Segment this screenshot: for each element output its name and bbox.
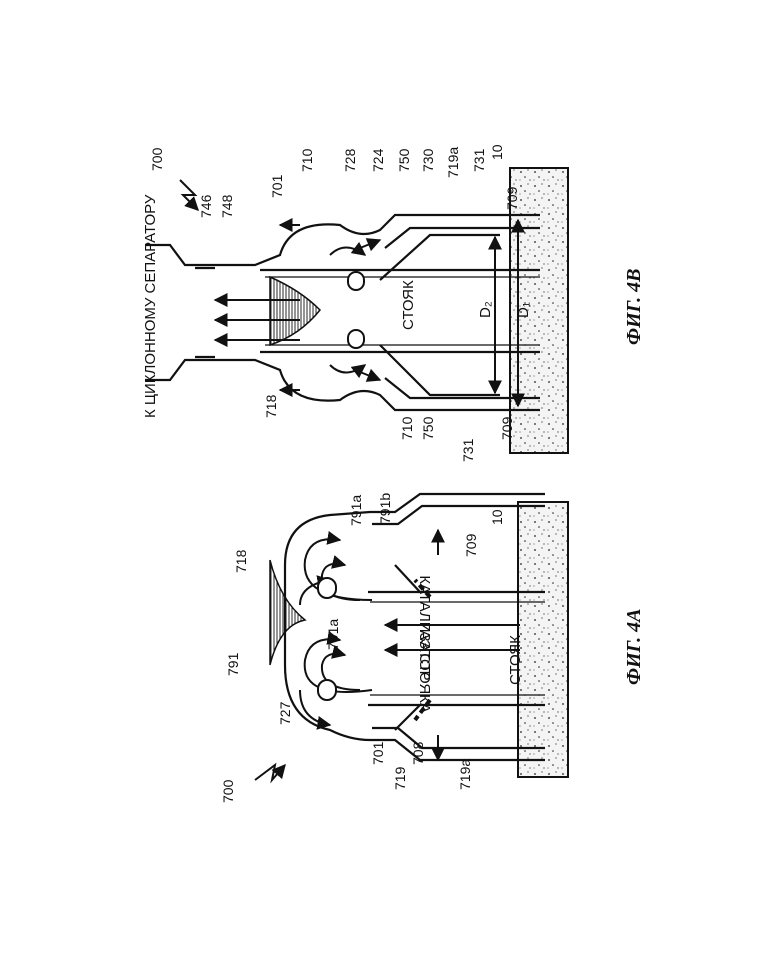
ref-709-bot: 709 bbox=[499, 416, 515, 440]
ref-791a-top: 791a bbox=[348, 495, 364, 526]
ref-724: 724 bbox=[370, 148, 386, 172]
ref-719a: 719a bbox=[457, 759, 473, 790]
ref-719: 719 bbox=[392, 766, 408, 790]
figure-4a: ГАЗ СТОЯКА КАТАЛИЗАТОР СТОЯК 700 791 727… bbox=[220, 493, 645, 803]
ref-750-top: 750 bbox=[396, 148, 412, 172]
ref-748: 748 bbox=[219, 194, 235, 218]
ref-791a-mid: 791a bbox=[325, 619, 341, 650]
ref-709: 709 bbox=[463, 533, 479, 557]
ref-700-b: 700 bbox=[149, 147, 165, 171]
ref-727: 727 bbox=[277, 701, 293, 725]
ground-slab bbox=[518, 502, 568, 777]
caption-fig-4b: ФИГ. 4В bbox=[623, 269, 645, 345]
ref-10-b: 10 bbox=[489, 144, 505, 160]
ref-700: 700 bbox=[220, 779, 236, 803]
ref-719a-b: 719a bbox=[445, 147, 461, 178]
label-to-cyclone: К ЦИКЛОННОМУ СЕПАРАТОРУ bbox=[142, 194, 159, 418]
ref-791b: 791b bbox=[377, 493, 393, 524]
vessel-outer-shell bbox=[285, 494, 545, 760]
ref-731-top: 731 bbox=[471, 148, 487, 172]
label-d1: D₁ bbox=[515, 302, 532, 318]
ref-728: 728 bbox=[342, 148, 358, 172]
ref-710-top: 710 bbox=[299, 148, 315, 172]
dome-hatch bbox=[270, 560, 305, 665]
dome-hatch-b bbox=[270, 277, 320, 345]
ref-10: 10 bbox=[489, 509, 505, 525]
label-riser: СТОЯК bbox=[507, 635, 524, 685]
label-riser-b: СТОЯК bbox=[400, 280, 417, 330]
ref-791: 791 bbox=[225, 652, 241, 676]
caption-fig-4a: ФИГ. 4А bbox=[623, 609, 645, 685]
figure-4b: D₂ D₁ СТОЯК К ЦИКЛОННОМУ СЕПАРАТОРУ 700 … bbox=[142, 144, 645, 462]
ref-701-b: 701 bbox=[269, 174, 285, 198]
ref-746: 746 bbox=[198, 194, 214, 218]
ref-709-top: 709 bbox=[504, 186, 520, 210]
ref-710-bot: 710 bbox=[399, 416, 415, 440]
ref-718-b: 718 bbox=[263, 394, 279, 418]
ref-750-bot: 750 bbox=[420, 416, 436, 440]
ref-731-bot: 731 bbox=[460, 438, 476, 462]
ref-708: 708 bbox=[410, 741, 426, 765]
label-d2: D₂ bbox=[477, 301, 494, 318]
ref-718: 718 bbox=[233, 549, 249, 573]
ref-730: 730 bbox=[420, 148, 436, 172]
ref-701: 701 bbox=[370, 741, 386, 765]
label-catalyst: КАТАЛИЗАТОР bbox=[416, 575, 433, 680]
